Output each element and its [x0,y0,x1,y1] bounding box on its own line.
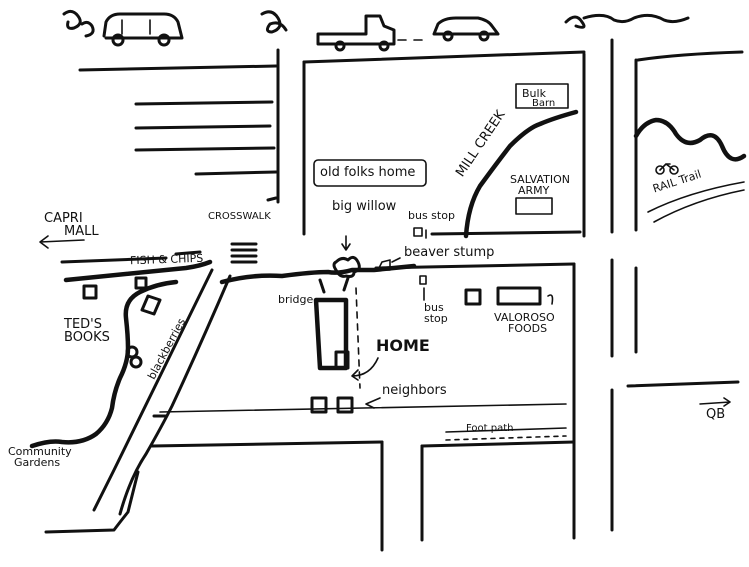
bus-stop-south-label: bus stop [424,301,448,325]
street-lines-west [78,48,280,204]
qb-label: QB [706,407,726,422]
arrow-icon [39,235,85,249]
home-building [313,297,350,371]
neighbors-label: neighbors [382,383,447,398]
rail-trail [647,181,745,223]
beaver-stump-label: beaver stump [404,245,495,260]
top-scribble-right-icon [564,13,690,29]
arrow-icon [351,357,379,381]
mill-creek [463,109,579,239]
valoroso-foods [464,286,554,306]
tree-icon [332,235,361,278]
valoroso-foods-label: VALOROSO FOODS [494,311,555,335]
car-icon [432,16,500,42]
bus-stop-north [413,227,427,239]
crosswalk [230,242,258,264]
main-street-east [374,258,740,540]
big-willow-label: big willow [332,199,397,214]
bulk-barn-label: Bulk Barn [522,87,556,109]
arrow-icon [699,397,731,407]
home-label: HOME [376,336,430,355]
salvation-army-label: SALVATION ARMY [510,173,570,197]
truck-icon [316,14,423,52]
community-gardens-label: Community Gardens [8,445,72,469]
car-icon [102,12,184,47]
creek-east [633,117,747,162]
fish-chips-label: FISH & CHIPS [129,251,204,268]
bus-stop-north-label: bus stop [408,209,455,222]
capri-mall-label: CAPRI MALL [44,211,99,239]
salvation-army-box [515,197,553,215]
crosswalk-label: CROSSWALK [208,211,271,222]
fish-chips-road [60,250,213,283]
north-block [302,38,744,238]
bulk-barn-box [515,83,569,109]
bus-stop-south [419,275,427,301]
top-scribble-left-icon [62,9,95,38]
old-folks-home-label: old folks home [320,165,416,180]
blackberries-bush [125,345,143,369]
bridge [318,276,350,294]
neighbors [310,396,381,414]
teds-books-label: TED'S BOOKS [64,317,110,345]
home-path [355,287,361,389]
blackberries-creek [29,279,179,449]
west-roads [44,268,576,552]
bicycle-icon [655,163,679,175]
teds-books [82,276,162,316]
bridge-label: bridge [278,293,314,306]
beaver-stump [377,257,401,271]
foot-path-label: Foot path [466,423,514,434]
foot-path [159,403,567,441]
old-folks-home-box [313,159,427,187]
top-scribble-mid-icon [260,10,288,34]
